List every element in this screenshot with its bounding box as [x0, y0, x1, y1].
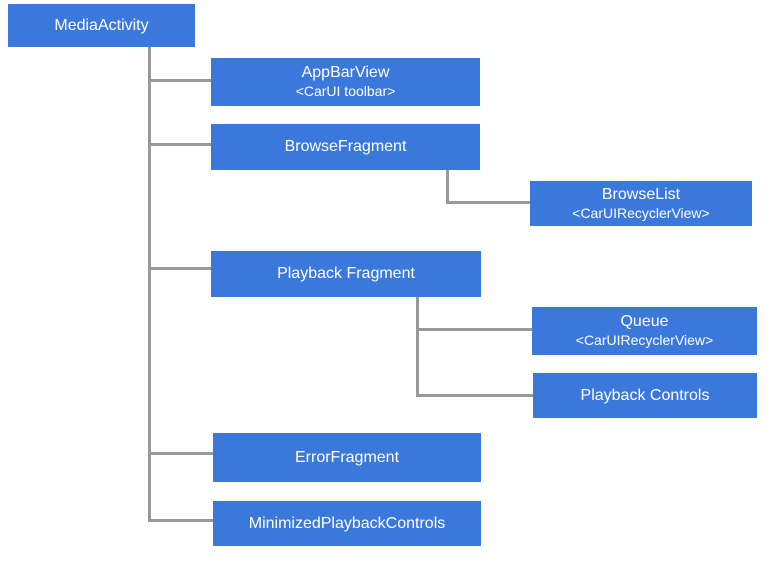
node-playback-controls: Playback Controls [533, 373, 757, 418]
node-title: MediaActivity [54, 16, 149, 34]
connector-stub-errorfragment [148, 452, 213, 455]
connector-stub-appbarview [148, 79, 211, 82]
connector-browselist-drop-vertical [446, 170, 449, 204]
node-app-bar-view: AppBarView <CarUI toolbar> [211, 58, 480, 106]
connector-stub-browsefragment [148, 143, 211, 146]
node-subtitle: <CarUIRecyclerView> [572, 204, 710, 221]
node-browse-list: BrowseList <CarUIRecyclerView> [530, 181, 752, 226]
node-queue: Queue <CarUIRecyclerView> [532, 307, 757, 355]
node-browse-fragment: BrowseFragment [211, 124, 480, 170]
node-subtitle: <CarUI toolbar> [295, 83, 396, 100]
connector-queue-horizontal [416, 328, 532, 331]
node-title: Playback Controls [580, 386, 710, 404]
connector-playback-drop-vertical [416, 297, 419, 397]
node-minimized-playback-controls: MinimizedPlaybackControls [213, 501, 481, 546]
node-title: BrowseFragment [284, 138, 407, 155]
node-media-activity: MediaActivity [8, 4, 195, 47]
node-title: MinimizedPlaybackControls [248, 514, 446, 532]
node-subtitle: <CarUIRecyclerView> [575, 332, 714, 349]
node-title: Playback Fragment [277, 265, 415, 282]
connector-trunk-vertical [148, 47, 151, 522]
node-title: Queue [620, 313, 669, 331]
node-title: BrowseList [601, 185, 681, 203]
connector-browselist-horizontal [446, 201, 530, 204]
node-error-fragment: ErrorFragment [213, 433, 481, 482]
connector-playbackcontrols-horizontal [416, 394, 533, 397]
node-title: ErrorFragment [294, 448, 400, 466]
connector-stub-minimizedplaybackcontrols [148, 519, 213, 522]
node-title: AppBarView [301, 64, 390, 82]
connector-stub-playbackfragment [148, 267, 211, 270]
node-playback-fragment: Playback Fragment [211, 251, 481, 297]
